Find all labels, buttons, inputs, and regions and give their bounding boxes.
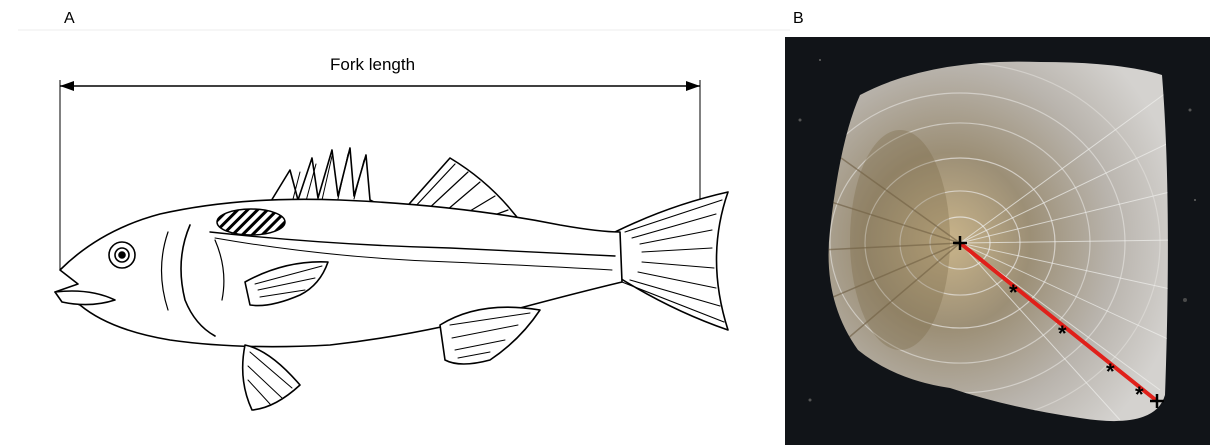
annulus-marker-3: * bbox=[1106, 359, 1115, 384]
annulus-marker-1: * bbox=[1009, 280, 1018, 305]
annulus-marker-4: * bbox=[1135, 382, 1144, 407]
scale-sample-area bbox=[217, 209, 285, 235]
sea-bass-drawing-icon bbox=[55, 148, 728, 410]
annulus-marker-2: * bbox=[1058, 321, 1067, 346]
